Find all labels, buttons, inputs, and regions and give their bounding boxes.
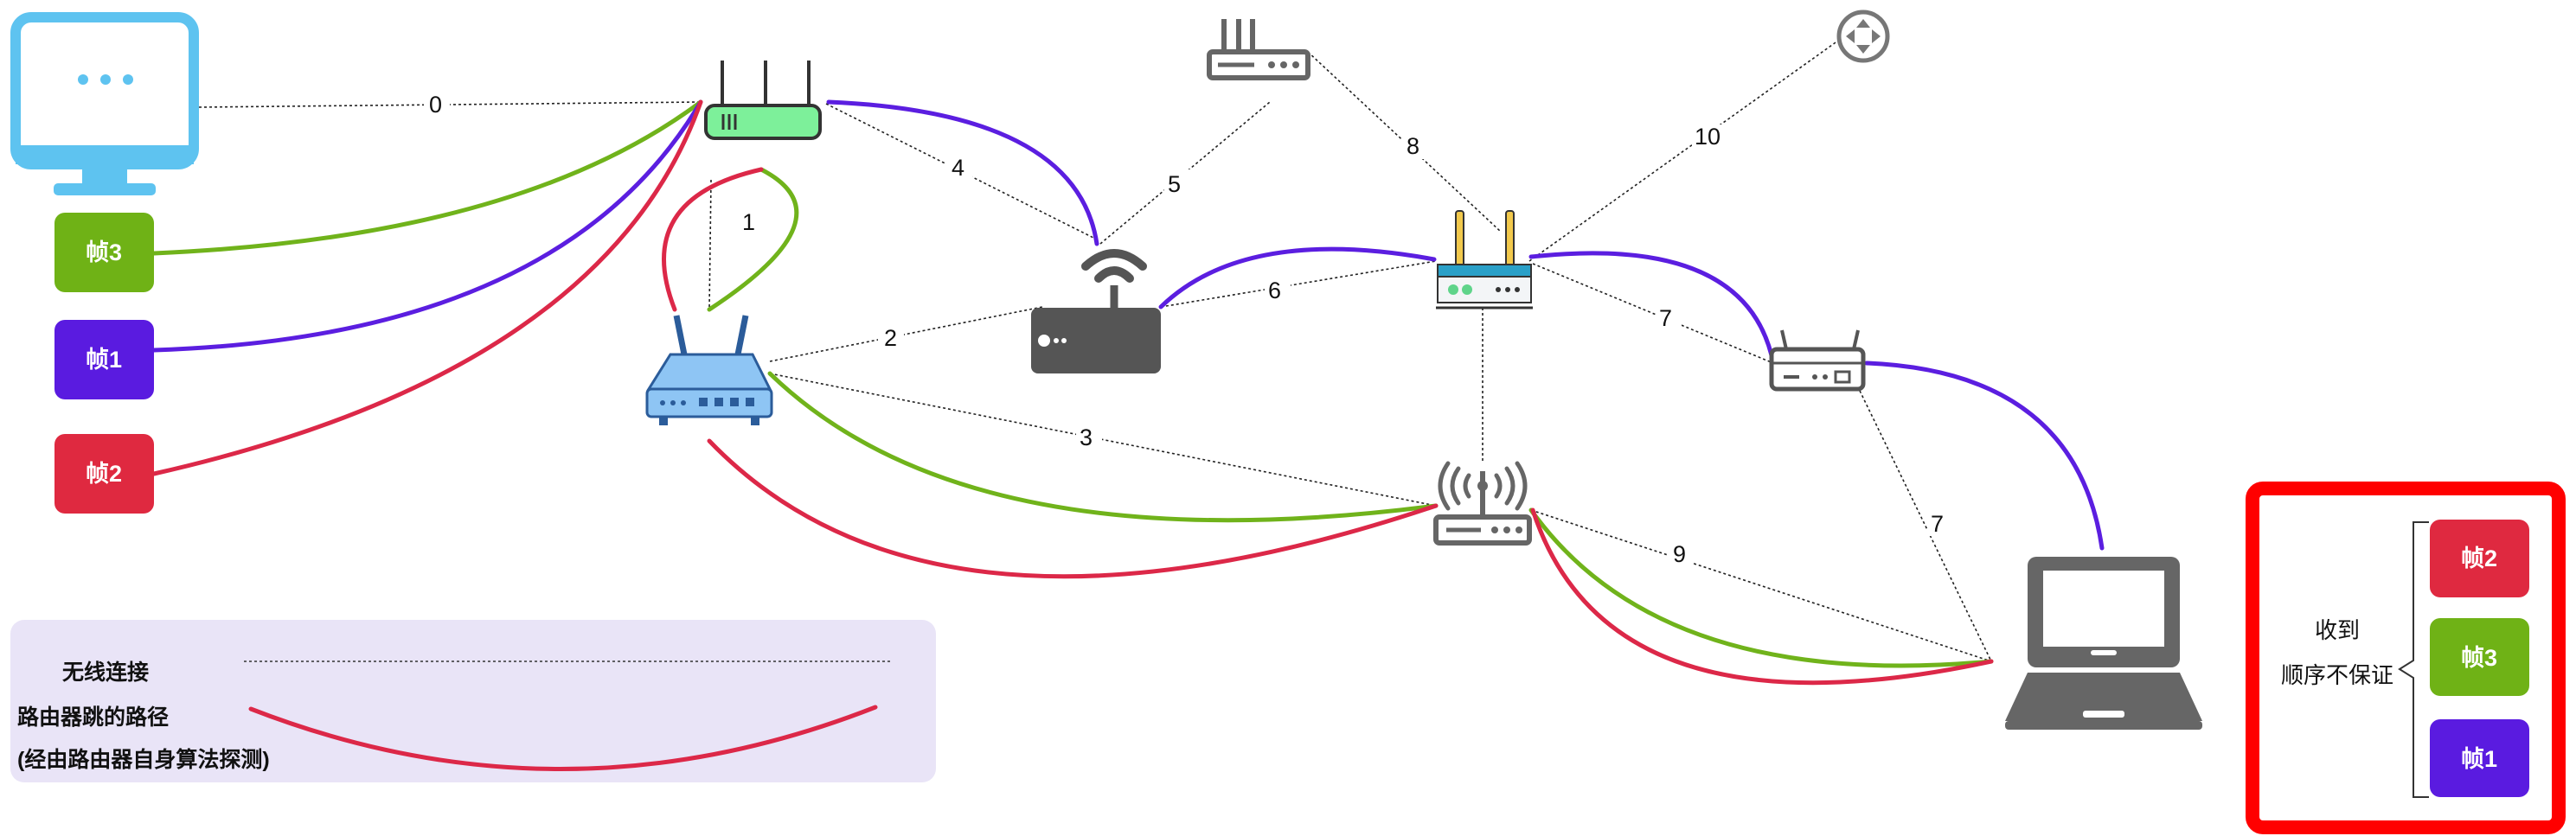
legend-path-note: (经由路由器自身算法探测) bbox=[17, 747, 270, 772]
path-purple-3 bbox=[1528, 251, 1776, 366]
received-label: 收到 bbox=[2315, 617, 2360, 643]
path-purple-2 bbox=[1158, 246, 1437, 310]
wifi-modem-icon bbox=[1031, 249, 1161, 373]
received-frame-1-label: 帧1 bbox=[2461, 746, 2497, 772]
edge-label-10: 10 bbox=[1695, 124, 1721, 150]
edge-label-3: 3 bbox=[1080, 424, 1093, 450]
edge-label-1: 1 bbox=[742, 209, 755, 235]
frame-tag-3 bbox=[54, 213, 154, 292]
path-frame1 bbox=[151, 99, 703, 353]
received-frames-panel: 收到 顺序不保证 帧2 帧3 帧1 bbox=[2246, 482, 2566, 834]
antenna-router-icon bbox=[1436, 210, 1533, 310]
frame-tags-left: 帧3 帧1 帧2 bbox=[54, 213, 154, 514]
path-purple-1 bbox=[826, 99, 1099, 246]
path-loop-red bbox=[662, 167, 764, 312]
edge-label-7a: 7 bbox=[1659, 305, 1672, 331]
laptop-icon bbox=[2005, 557, 2202, 730]
received-brace bbox=[2398, 521, 2429, 798]
frame-tag-1-label: 帧1 bbox=[86, 347, 122, 373]
received-frame-3-label: 帧3 bbox=[2461, 645, 2497, 671]
edge-label-8: 8 bbox=[1407, 133, 1419, 159]
received-frame-3 bbox=[2430, 618, 2529, 696]
path-red-1 bbox=[707, 438, 1439, 579]
edge-label-0: 0 bbox=[429, 92, 442, 118]
legend-wireless-label: 无线连接 bbox=[62, 660, 149, 685]
edge-label-4: 4 bbox=[952, 155, 964, 181]
legend: 无线连接 路由器跳的路径 (经由路由器自身算法探测) bbox=[10, 620, 936, 782]
router-small-icon bbox=[1769, 329, 1866, 392]
network-router-icon bbox=[1836, 10, 1890, 63]
wifi-antenna-router-icon bbox=[1433, 461, 1532, 546]
path-red-2 bbox=[1530, 507, 1994, 686]
link-3 bbox=[769, 373, 1437, 507]
edge-label-5: 5 bbox=[1168, 171, 1181, 197]
path-frame2 bbox=[151, 99, 703, 476]
link-9 bbox=[1530, 509, 1992, 662]
edge-label-9: 9 bbox=[1673, 541, 1686, 567]
edge-labels: 0 1 2 3 4 5 6 7 7 8 9 10 bbox=[424, 92, 1953, 567]
link-1 bbox=[708, 179, 712, 310]
received-frame-2-label: 帧2 bbox=[2461, 546, 2497, 571]
routing-paths bbox=[151, 99, 2105, 686]
legend-panel bbox=[10, 620, 936, 782]
frame-tag-3-label: 帧3 bbox=[86, 239, 122, 265]
wifi-router-icon bbox=[645, 315, 773, 425]
link-7a bbox=[1532, 263, 1774, 364]
received-frame-1 bbox=[2430, 719, 2529, 797]
link-6 bbox=[1160, 260, 1437, 308]
path-frame3 bbox=[151, 99, 703, 256]
link-7b bbox=[1859, 390, 1992, 662]
link-2 bbox=[769, 306, 1043, 362]
path-purple-4 bbox=[1864, 361, 2105, 551]
edge-label-2: 2 bbox=[884, 325, 897, 351]
frame-tag-1 bbox=[54, 320, 154, 399]
monitor-icon bbox=[10, 12, 199, 195]
frame-tag-2 bbox=[54, 434, 154, 514]
router-icon bbox=[704, 61, 822, 140]
link-10 bbox=[1528, 35, 1845, 262]
received-frame-2 bbox=[2430, 520, 2529, 597]
path-green-1 bbox=[767, 371, 1439, 523]
router-top-icon bbox=[1207, 19, 1310, 80]
path-loop-green bbox=[707, 167, 799, 312]
edge-label-6: 6 bbox=[1268, 278, 1281, 303]
legend-path-curve bbox=[248, 705, 878, 771]
received-order-note: 顺序不保证 bbox=[2281, 662, 2393, 688]
frame-tag-2-label: 帧2 bbox=[86, 461, 122, 487]
legend-path-label: 路由器跳的路径 bbox=[17, 705, 169, 730]
path-green-2 bbox=[1528, 507, 1994, 668]
edge-label-7b: 7 bbox=[1931, 511, 1944, 537]
